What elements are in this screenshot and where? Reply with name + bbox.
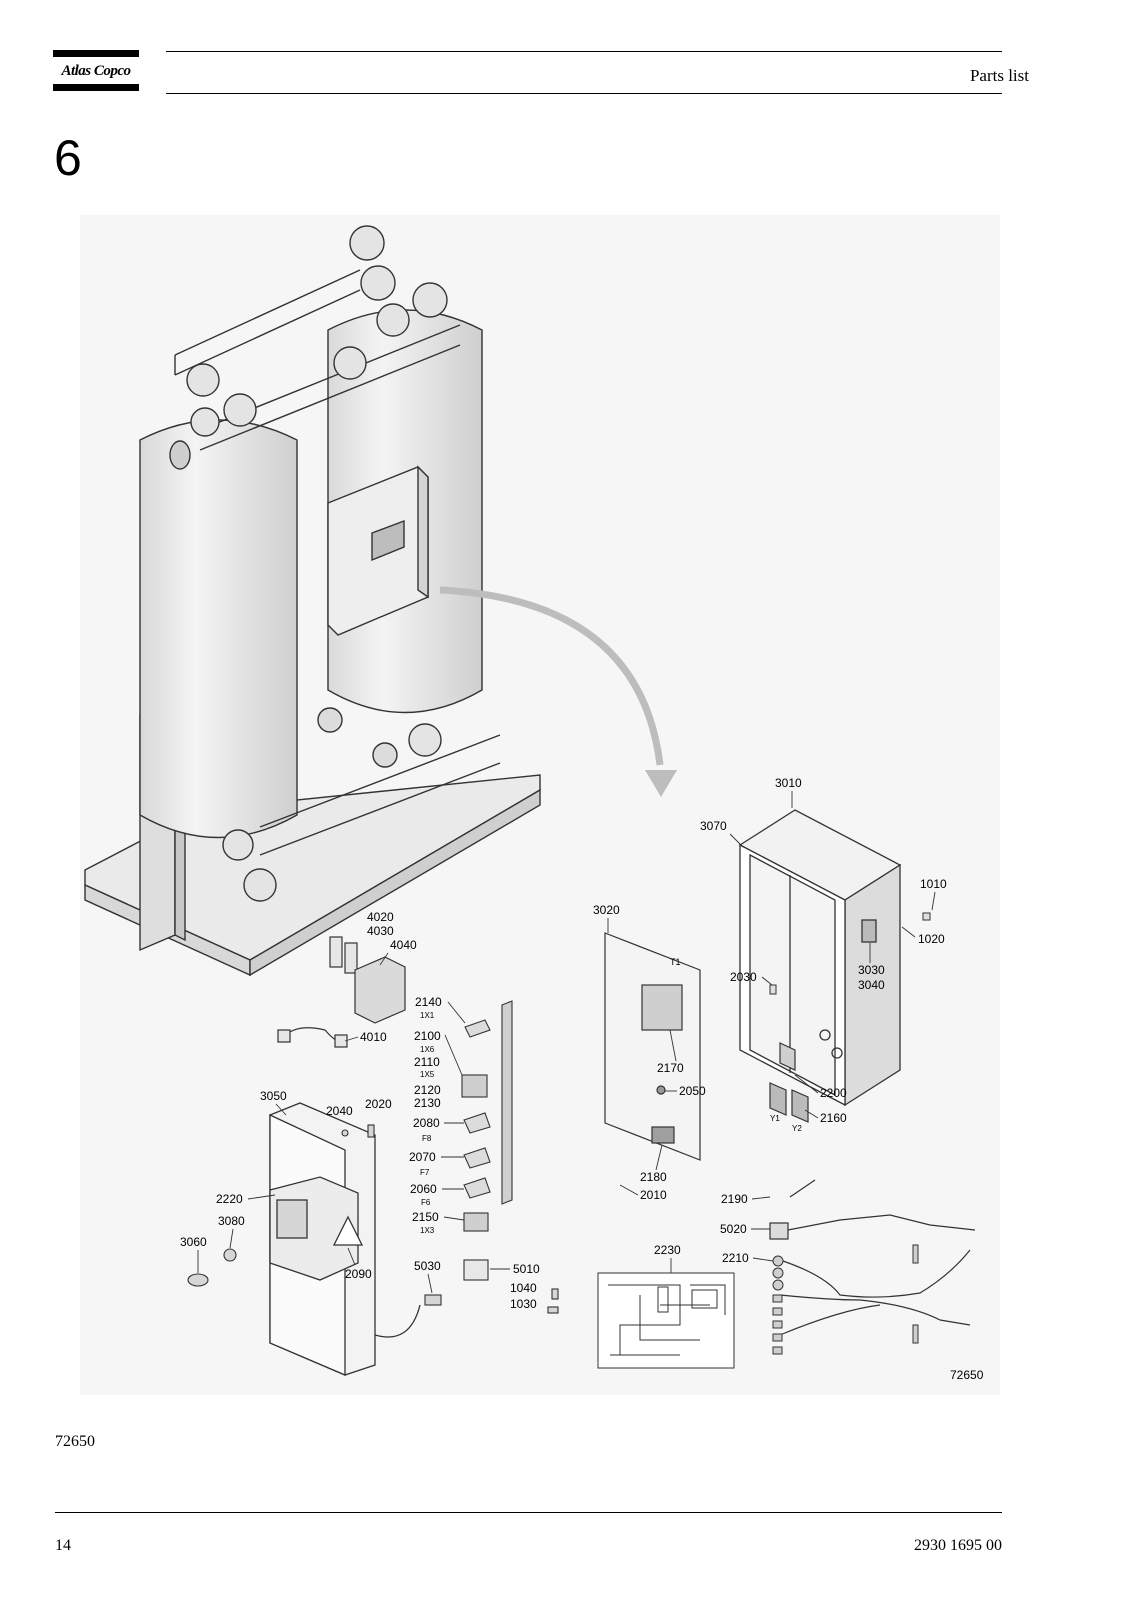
callout-5010: 5010 bbox=[513, 1262, 540, 1276]
callout-3050: 3050 bbox=[260, 1089, 287, 1103]
figure-reference: 72650 bbox=[55, 1433, 95, 1450]
callout-1x3: 1X3 bbox=[420, 1226, 435, 1235]
callout-2220: 2220 bbox=[216, 1192, 243, 1206]
callout-4020: 4020 bbox=[367, 910, 394, 924]
callout-1x6: 1X6 bbox=[420, 1045, 435, 1054]
callout-4030: 4030 bbox=[367, 924, 394, 938]
callout-3070: 3070 bbox=[700, 819, 727, 833]
callout-2040: 2040 bbox=[326, 1104, 353, 1118]
cabinet-display bbox=[371, 519, 405, 562]
circuit-diagram-sheet bbox=[597, 1272, 735, 1369]
callout-2170: 2170 bbox=[657, 1061, 684, 1075]
header-rule-top bbox=[166, 51, 1002, 52]
callout-3040: 3040 bbox=[858, 978, 885, 992]
callout-2060: 2060 bbox=[410, 1182, 437, 1196]
chapter-number: 6 bbox=[54, 130, 82, 186]
callout-t1: T1 bbox=[670, 957, 681, 967]
callout-5030: 5030 bbox=[414, 1259, 441, 1273]
leader-lines bbox=[197, 791, 936, 1294]
warning-triangle-icon bbox=[332, 1215, 364, 1246]
callout-1020: 1020 bbox=[918, 932, 945, 946]
cabinet-door bbox=[269, 1102, 421, 1376]
callout-5020: 5020 bbox=[720, 1222, 747, 1236]
callout-1x1: 1X1 bbox=[420, 1011, 435, 1020]
part-nut bbox=[922, 912, 931, 921]
callout-2180: 2180 bbox=[640, 1170, 667, 1184]
header-rule-bottom bbox=[166, 93, 1002, 94]
callout-2120: 2120 bbox=[414, 1083, 441, 1097]
callout-2150: 2150 bbox=[412, 1210, 439, 1224]
callout-1x5: 1X5 bbox=[420, 1070, 435, 1079]
header-title: Parts list bbox=[969, 66, 1029, 85]
callout-2210: 2210 bbox=[722, 1251, 749, 1265]
callout-4040: 4040 bbox=[390, 938, 417, 952]
callout-3020: 3020 bbox=[593, 903, 620, 917]
terminal-blocks bbox=[461, 1000, 513, 1232]
callout-labels: 3010 3070 1010 1020 3030 3040 3020 2030 … bbox=[180, 776, 984, 1382]
front-tank bbox=[139, 419, 298, 839]
callout-2140: 2140 bbox=[415, 995, 442, 1009]
callout-2020: 2020 bbox=[365, 1097, 392, 1111]
detail-arrowhead bbox=[645, 770, 677, 797]
dryer-assembly bbox=[84, 225, 541, 977]
callout-3080: 3080 bbox=[218, 1214, 245, 1228]
callout-2190: 2190 bbox=[721, 1192, 748, 1206]
drawing-number: 72650 bbox=[950, 1368, 984, 1382]
cable-assemblies bbox=[769, 1179, 976, 1336]
logo-bar-top bbox=[53, 50, 139, 57]
callout-y1: Y1 bbox=[770, 1114, 780, 1123]
callout-3010: 3010 bbox=[775, 776, 802, 790]
callout-2030: 2030 bbox=[730, 970, 757, 984]
callout-2080: 2080 bbox=[413, 1116, 440, 1130]
callout-3060: 3060 bbox=[180, 1235, 207, 1249]
atlas-copco-logo: Atlas Copco bbox=[53, 50, 139, 92]
callout-f7: F7 bbox=[420, 1168, 430, 1177]
callout-2010: 2010 bbox=[640, 1188, 667, 1202]
callout-2200: 2200 bbox=[820, 1086, 847, 1100]
enclosure bbox=[738, 809, 902, 1107]
callout-2130: 2130 bbox=[414, 1096, 441, 1110]
callout-2100: 2100 bbox=[414, 1029, 441, 1043]
footer-rule bbox=[55, 1512, 1002, 1513]
detail-arrow bbox=[439, 586, 664, 766]
mounting-plate bbox=[604, 932, 809, 1161]
callout-f6: F6 bbox=[421, 1198, 431, 1207]
callout-2090: 2090 bbox=[345, 1267, 372, 1281]
page-number: 14 bbox=[55, 1537, 71, 1554]
exploded-parts-drawing: 3010 3070 1010 1020 3030 3040 3020 2030 … bbox=[80, 215, 1000, 1395]
callout-1010: 1010 bbox=[920, 877, 947, 891]
callout-1030: 1030 bbox=[510, 1297, 537, 1311]
callout-3030: 3030 bbox=[858, 963, 885, 977]
contactor-group bbox=[277, 936, 406, 1048]
callout-f8: F8 bbox=[422, 1134, 432, 1143]
callout-2160: 2160 bbox=[820, 1111, 847, 1125]
callout-2070: 2070 bbox=[409, 1150, 436, 1164]
callout-2230: 2230 bbox=[654, 1243, 681, 1257]
callout-1040: 1040 bbox=[510, 1281, 537, 1295]
logo-wordmark: Atlas Copco bbox=[61, 63, 131, 79]
callout-2110: 2110 bbox=[414, 1055, 440, 1069]
callout-4010: 4010 bbox=[360, 1030, 387, 1044]
document-number: 2930 1695 00 bbox=[914, 1537, 1002, 1554]
drawing-svg: 3010 3070 1010 1020 3030 3040 3020 2030 … bbox=[80, 215, 1000, 1395]
callout-2050: 2050 bbox=[679, 1084, 706, 1098]
callout-y2: Y2 bbox=[792, 1124, 802, 1133]
logo-bar-bottom bbox=[53, 84, 139, 91]
flange bbox=[349, 225, 385, 261]
